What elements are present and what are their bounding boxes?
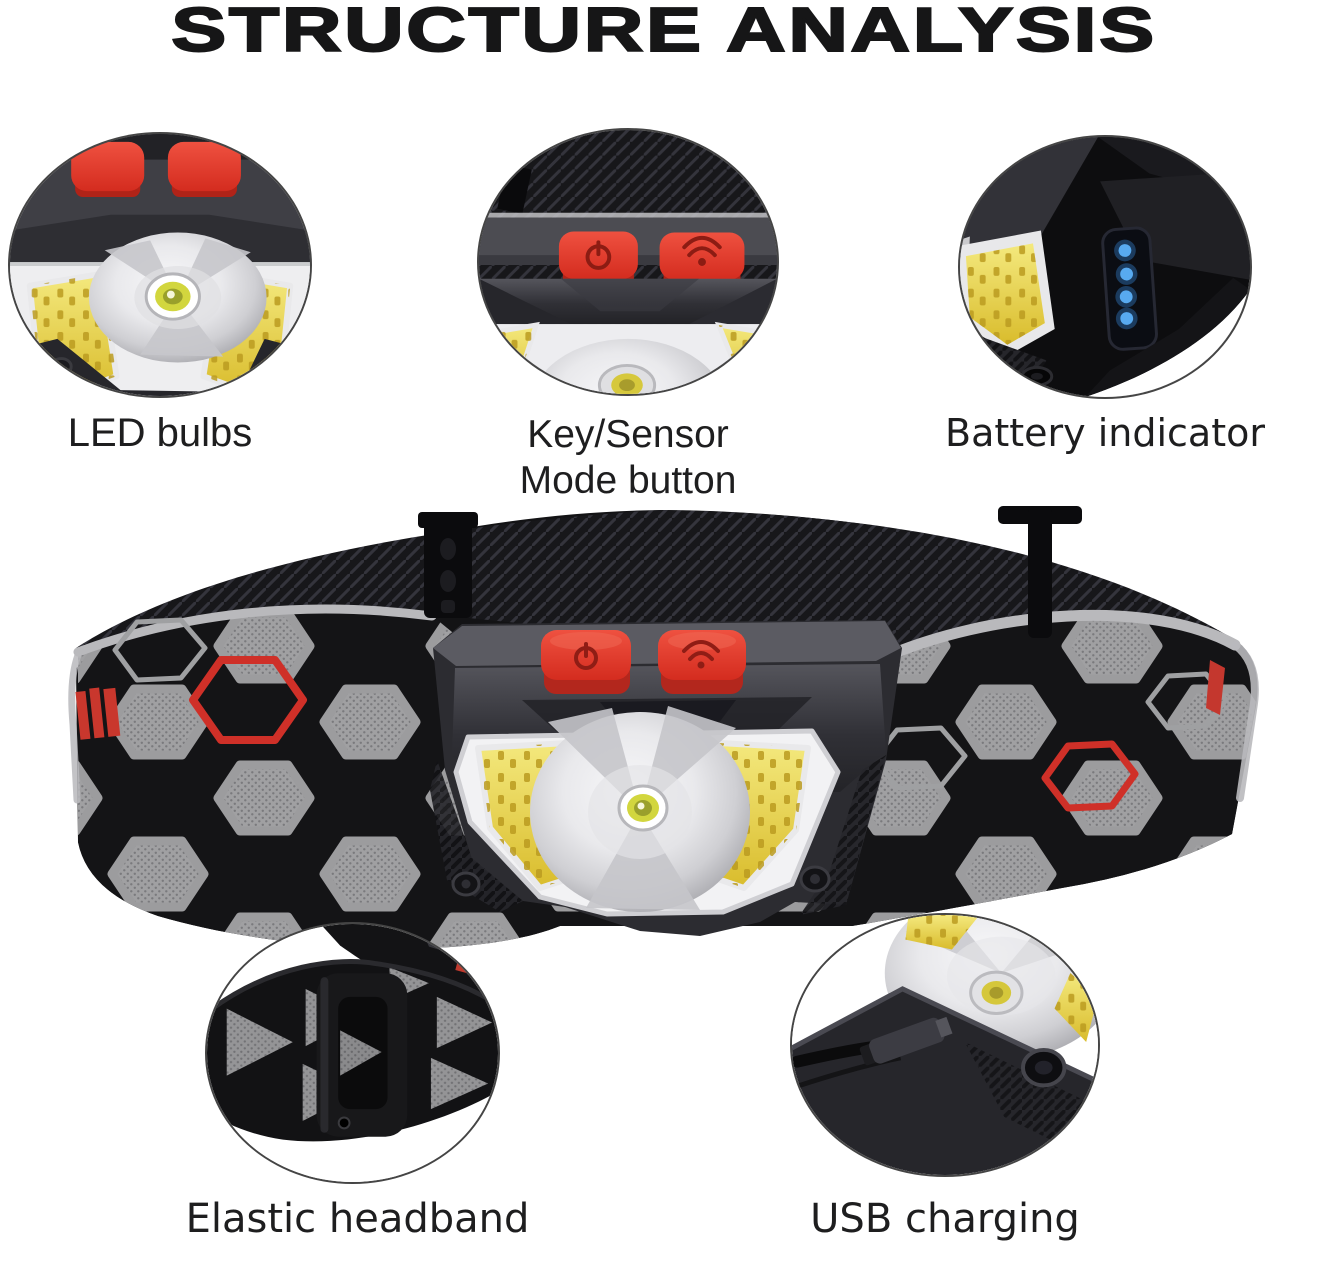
key-sensor-photo [479,130,777,394]
callout-key-sensor-mode-button [477,128,779,396]
rear-button [1021,1047,1067,1088]
power-button [558,231,638,286]
hand-wave-icon [682,235,722,266]
power-icon [585,240,612,270]
brand-logo-partial [75,687,121,740]
callout-usb-charging [790,913,1100,1177]
power-button [541,630,631,694]
callout-battery-indicator [958,135,1252,399]
main-led [617,784,669,832]
callout-elastic-headband [205,922,500,1184]
led-bulbs-photo [10,134,310,396]
usb-charging-photo [792,915,1098,1175]
headlamp-product-photo [68,506,1259,949]
usb-charging-label: USB charging [810,1196,1080,1242]
motion-sensor-dot [451,871,481,897]
key-sensor-label-line2: Mode button [519,459,737,502]
headband-buckle [316,973,408,1137]
headband-piping [68,604,1259,804]
motion-sensor-dot [799,865,831,893]
callout-led-bulbs [8,132,312,398]
headband-accents [112,617,1229,812]
lamp-unit [430,620,902,936]
page-title: STRUCTURE ANALYSIS [170,0,1157,65]
strap-adjuster-right [998,506,1082,638]
usb-cable [792,1016,953,1090]
headband-inner-weave [76,510,1237,660]
sensor-mode-button [659,232,745,287]
battery-indicator-photo [960,137,1250,397]
main-reflector [530,706,750,912]
sensor-mode-button [658,630,746,694]
key-sensor-label-line1: Key/Sensor [527,413,729,456]
main-led [969,970,1024,1015]
elastic-headband-label: Elastic headband [185,1196,530,1242]
elastic-headband-photo [207,924,498,1182]
hand-wave-icon [682,640,720,669]
battery-indicator-label: Battery indicator [945,411,1265,455]
key-sensor-label: Key/Sensor Mode button [477,412,779,504]
usb-plug [859,1016,953,1066]
power-icon [574,642,598,670]
strap-adjuster-left [418,512,478,618]
led-bulbs-label: LED bulbs [67,411,253,455]
battery-indicator-leds [1101,226,1158,351]
